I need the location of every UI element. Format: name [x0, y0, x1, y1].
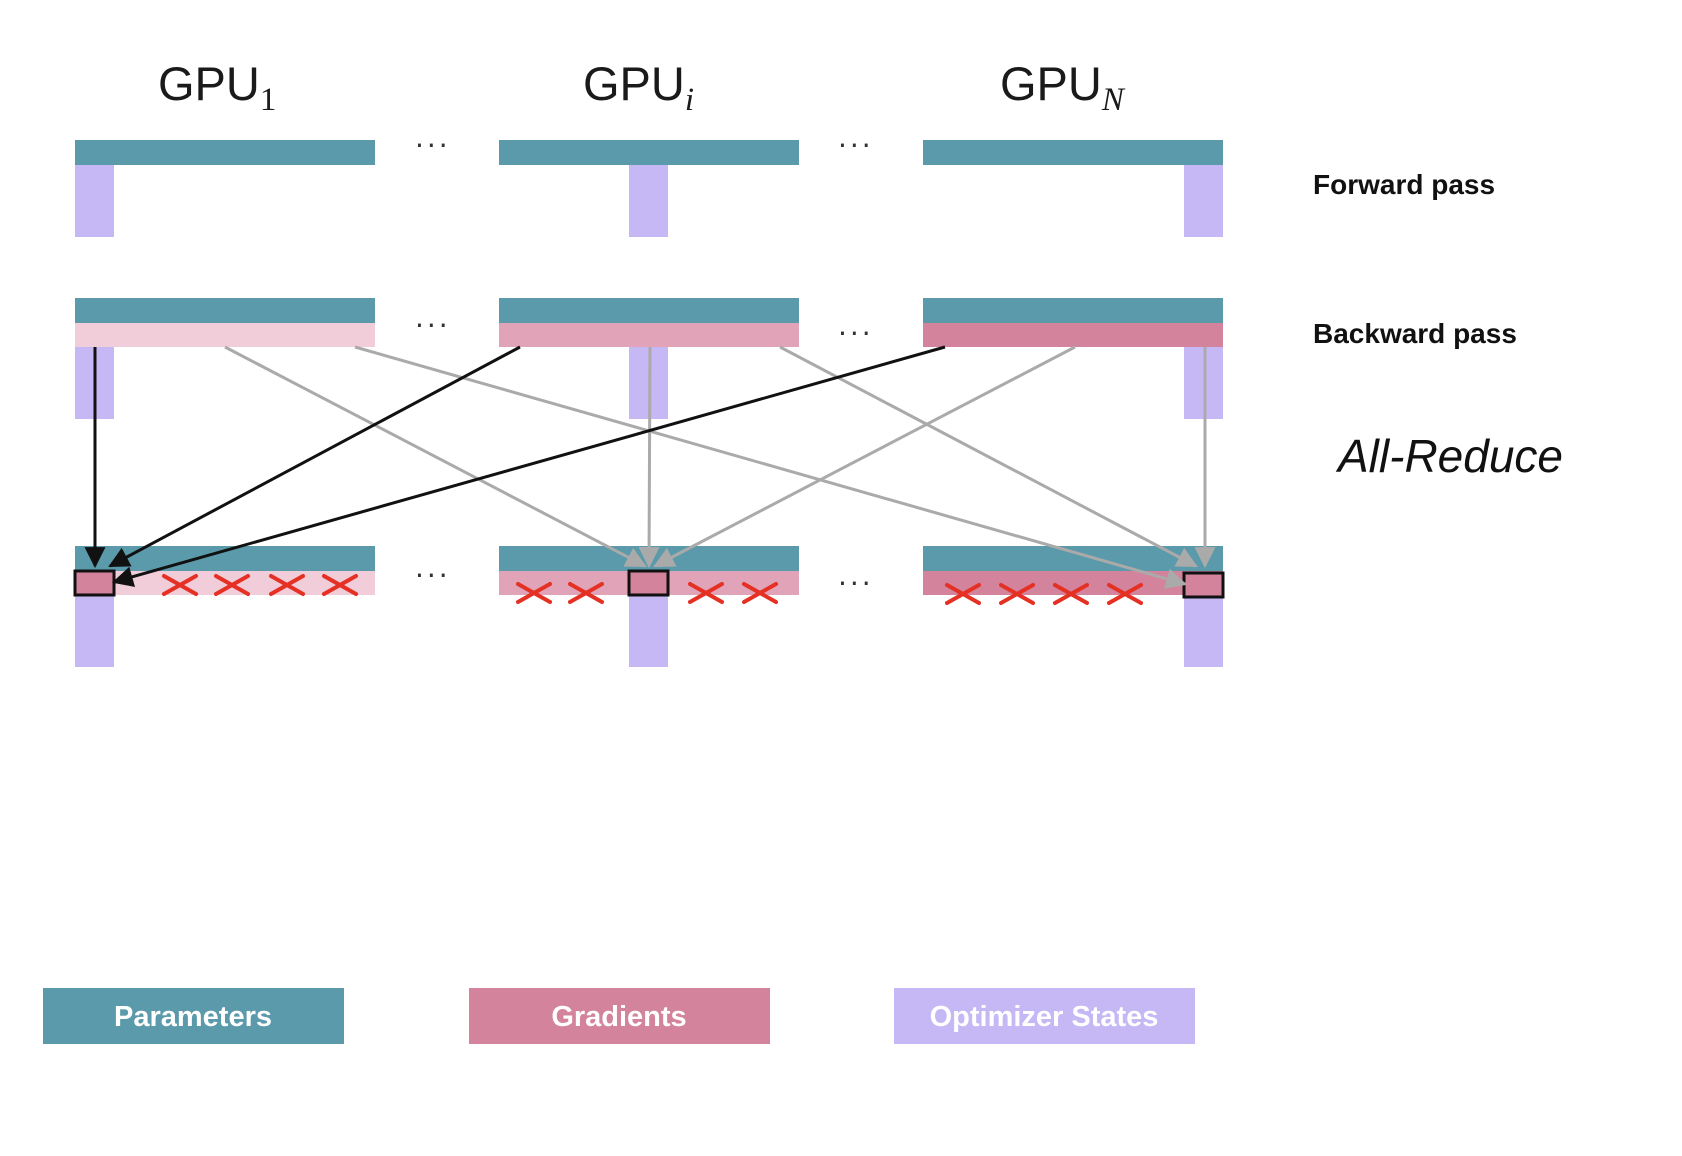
- backward-gpun-parameters: [923, 298, 1223, 323]
- reduced-gpun-gradient-shard: [1182, 571, 1225, 599]
- backward-gpui-parameters: [499, 298, 799, 323]
- cross-icon: [1107, 583, 1143, 605]
- arrow-gpui-to-gpu1: [108, 345, 521, 568]
- cross-icon: [214, 574, 250, 596]
- backward-ellipsis-1: ···: [415, 309, 451, 342]
- backward-gpu1-gradients: [75, 323, 375, 347]
- gpu-n-title: GPUN: [1000, 57, 1126, 118]
- discarded-gradients: [162, 574, 1143, 605]
- forward-ellipsis-1: ···: [415, 129, 451, 162]
- cross-icon: [162, 574, 198, 596]
- forward-ellipsis-2: ···: [838, 129, 874, 162]
- forward-gpui-optimizer-state: [629, 165, 668, 237]
- reduced-gpun-parameters: [923, 546, 1223, 571]
- cross-icon: [322, 574, 358, 596]
- legend-optimizer-states-swatch: [894, 988, 1195, 1044]
- forward-gpun-optimizer-state: [1184, 165, 1223, 237]
- backward-row: ··· ···: [75, 298, 1223, 419]
- legend-parameters-swatch: [43, 988, 344, 1044]
- backward-pass-label: Backward pass: [1313, 318, 1517, 349]
- forward-gpu1-parameters: [75, 140, 375, 165]
- forward-pass-label: Forward pass: [1313, 169, 1495, 200]
- arrow-gpun-to-gpui: [653, 345, 1076, 568]
- legend-optimizer-states-label: Optimizer States: [930, 1001, 1159, 1033]
- legend: Parameters Gradients Optimizer States: [43, 988, 1195, 1044]
- backward-gpui-gradients: [499, 323, 799, 347]
- cross-icon: [568, 582, 604, 604]
- backward-gpu1-parameters: [75, 298, 375, 323]
- forward-row: ··· ···: [75, 129, 1223, 237]
- reduced-gpui-gradient-shard: [627, 569, 670, 597]
- cross-icon: [269, 574, 305, 596]
- arrow-gpu1-to-gpun: [354, 345, 1188, 589]
- cross-icon: [516, 582, 552, 604]
- gpu-1-title: GPU1: [158, 57, 276, 118]
- cross-icon: [945, 583, 981, 605]
- cross-icon: [742, 582, 778, 604]
- arrow-gpu1-to-gpui: [224, 345, 647, 568]
- cross-icon: [688, 582, 724, 604]
- backward-gpun-gradients: [923, 323, 1223, 347]
- reduced-gpui-optimizer-state: [629, 595, 668, 667]
- reduced-gpu1-gradient-shard: [73, 569, 116, 597]
- arrow-gpun-to-gpu1: [111, 345, 946, 587]
- cross-icon: [999, 583, 1035, 605]
- reduced-gpu1-optimizer-state: [75, 595, 114, 667]
- legend-parameters-label: Parameters: [114, 1001, 272, 1033]
- cross-icon: [1053, 583, 1089, 605]
- arrow-gpui-to-gpun: [779, 345, 1198, 568]
- legend-gradients-swatch: [469, 988, 770, 1044]
- all-reduce-label: All-Reduce: [1335, 430, 1563, 482]
- reduced-ellipsis-1: ···: [415, 559, 451, 592]
- legend-gradients-label: Gradients: [551, 1001, 686, 1033]
- arrow-gpui-to-gpui: [638, 346, 660, 569]
- gpu-i-title: GPUi: [583, 57, 694, 118]
- backward-ellipsis-2: ···: [838, 317, 874, 350]
- forward-gpu1-optimizer-state: [75, 165, 114, 237]
- forward-gpui-parameters: [499, 140, 799, 165]
- reduced-ellipsis-2: ···: [838, 567, 874, 600]
- forward-gpun-parameters: [923, 140, 1223, 165]
- reduced-gpun-optimizer-state: [1184, 595, 1223, 667]
- all-reduce-arrows: [84, 345, 1216, 589]
